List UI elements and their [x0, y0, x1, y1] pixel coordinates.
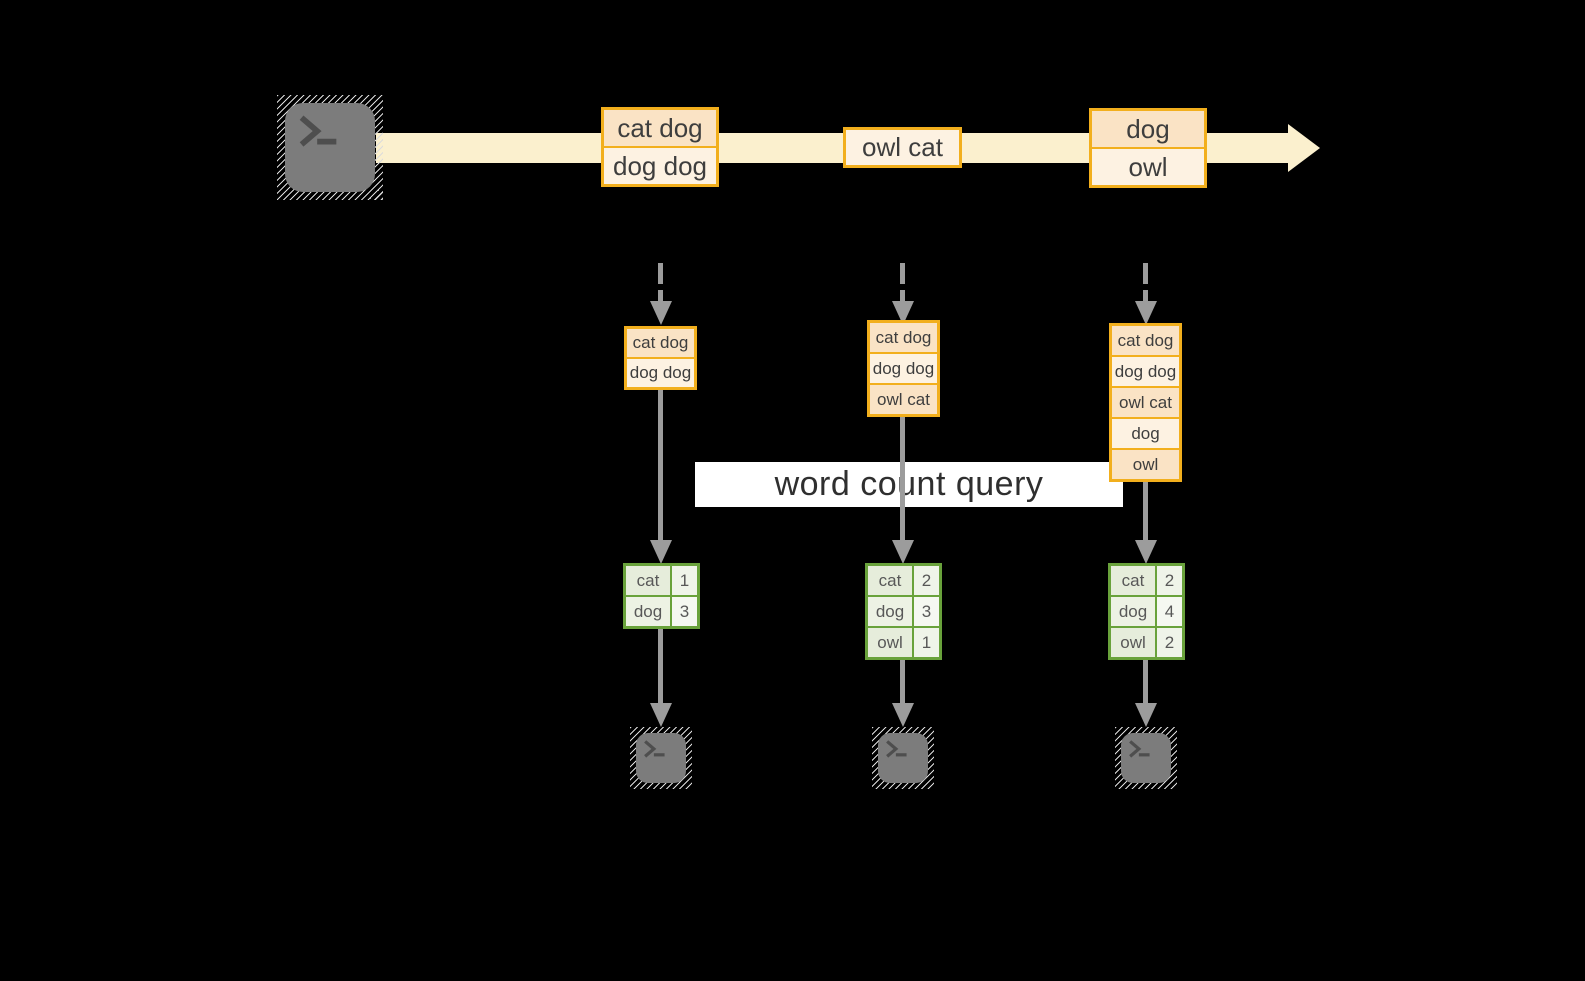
output-terminal-icon — [1115, 727, 1177, 789]
ingest-arrow-dash — [658, 290, 663, 301]
state-record: owl cat — [1112, 388, 1179, 417]
terminal-prompt-icon — [886, 740, 907, 758]
output-terminal-icon — [630, 727, 692, 789]
query-arrow — [658, 390, 663, 542]
table-count-cell: 2 — [914, 566, 939, 595]
query-label: word count query — [774, 465, 1044, 503]
stream-event-box-2: owl cat — [843, 127, 962, 168]
terminal-prompt-icon — [299, 115, 337, 147]
table-word-cell: dog — [626, 597, 670, 626]
table-word-cell: cat — [868, 566, 912, 595]
table-count-cell: 1 — [672, 566, 697, 595]
table-count-cell: 3 — [914, 597, 939, 626]
query-arrow — [1143, 482, 1148, 542]
state-record: cat dog — [1112, 326, 1179, 355]
query-arrowhead-icon — [1135, 540, 1157, 564]
source-terminal-icon — [277, 95, 383, 200]
state-record: dog — [1112, 419, 1179, 448]
terminal-prompt-icon — [1129, 740, 1150, 758]
terminal-screen — [636, 733, 686, 783]
ingest-arrowhead-icon — [1135, 301, 1157, 325]
state-record: owl — [1112, 450, 1179, 479]
stream-event-box-3: dog owl — [1089, 108, 1207, 188]
state-record: owl cat — [870, 385, 937, 414]
terminal-screen — [285, 103, 375, 192]
state-record: cat dog — [627, 329, 694, 357]
table-word-cell: owl — [868, 628, 912, 657]
output-arrow — [658, 629, 663, 705]
state-record: dog dog — [1112, 357, 1179, 386]
table-word-cell: dog — [868, 597, 912, 626]
output-arrow — [900, 660, 905, 705]
table-word-cell: dog — [1111, 597, 1155, 626]
output-arrowhead-icon — [1135, 703, 1157, 727]
table-count-cell: 1 — [914, 628, 939, 657]
ingest-arrow-dash — [1143, 263, 1148, 284]
state-record: cat dog — [870, 323, 937, 352]
state-box-1: cat dog dog dog — [624, 326, 697, 390]
event-record: dog dog — [604, 148, 716, 184]
query-arrowhead-icon — [892, 540, 914, 564]
word-count-table-1: cat 1 dog 3 — [623, 563, 700, 629]
stream-arrowhead-icon — [1288, 124, 1320, 172]
event-record: dog — [1092, 111, 1204, 147]
table-word-cell: cat — [1111, 566, 1155, 595]
terminal-screen — [878, 733, 928, 783]
query-arrow — [900, 417, 905, 542]
stream-event-box-1: cat dog dog dog — [601, 107, 719, 187]
query-banner: word count query — [695, 462, 1123, 507]
table-count-cell: 3 — [672, 597, 697, 626]
query-arrowhead-icon — [650, 540, 672, 564]
event-record: owl cat — [846, 130, 959, 165]
event-record: owl — [1092, 149, 1204, 185]
terminal-prompt-icon — [644, 740, 665, 758]
table-count-cell: 2 — [1157, 628, 1182, 657]
table-word-cell: owl — [1111, 628, 1155, 657]
ingest-arrow-dash — [900, 263, 905, 284]
output-arrow — [1143, 660, 1148, 705]
output-arrowhead-icon — [892, 703, 914, 727]
state-box-3: cat dog dog dog owl cat dog owl — [1109, 323, 1182, 482]
ingest-arrowhead-icon — [892, 301, 914, 325]
table-count-cell: 2 — [1157, 566, 1182, 595]
state-record: dog dog — [870, 354, 937, 383]
ingest-arrowhead-icon — [650, 301, 672, 325]
output-arrowhead-icon — [650, 703, 672, 727]
table-word-cell: cat — [626, 566, 670, 595]
table-count-cell: 4 — [1157, 597, 1182, 626]
ingest-arrow-dash — [1143, 290, 1148, 301]
ingest-arrow-dash — [900, 290, 905, 301]
word-count-table-2: cat 2 dog 3 owl 1 — [865, 563, 942, 660]
ingest-arrow-dash — [658, 263, 663, 284]
event-record: cat dog — [604, 110, 716, 146]
state-box-2: cat dog dog dog owl cat — [867, 320, 940, 417]
output-terminal-icon — [872, 727, 934, 789]
terminal-screen — [1121, 733, 1171, 783]
word-count-table-3: cat 2 dog 4 owl 2 — [1108, 563, 1185, 660]
state-record: dog dog — [627, 359, 694, 387]
